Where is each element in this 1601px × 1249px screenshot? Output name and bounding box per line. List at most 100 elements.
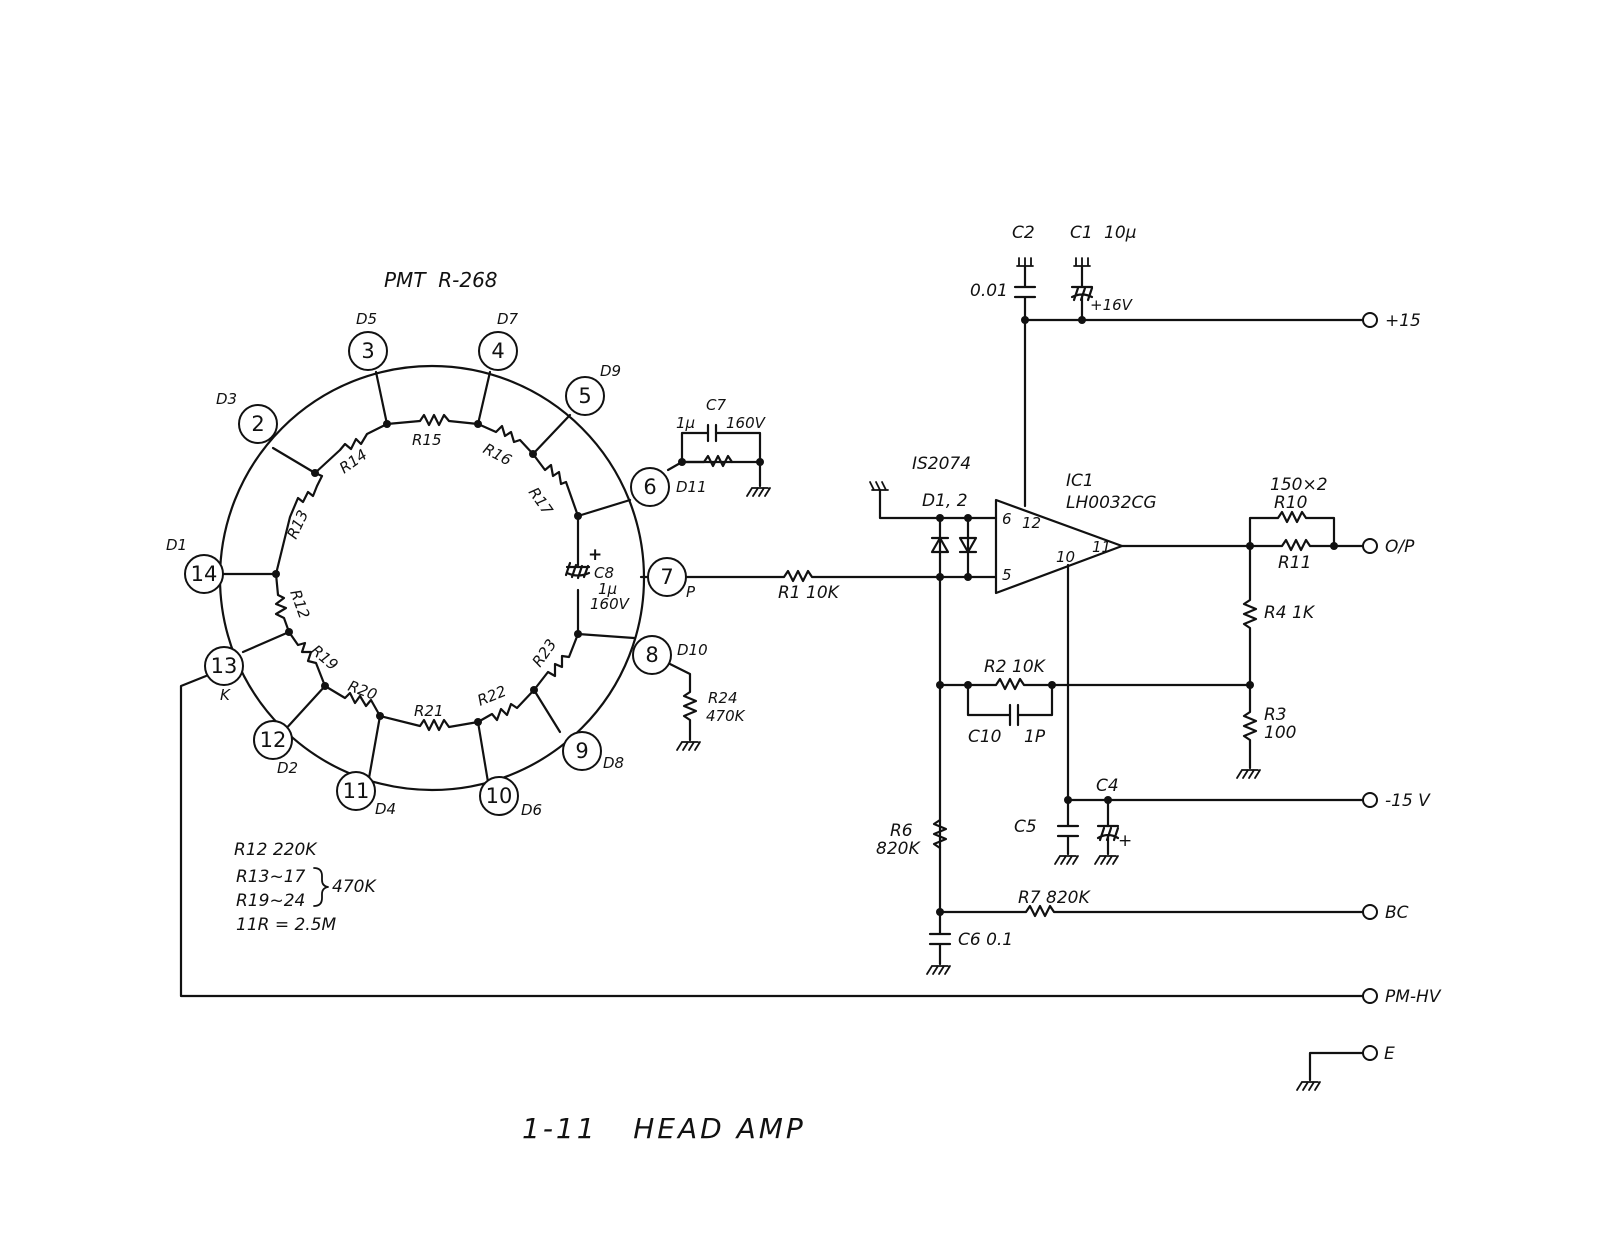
terminal-pm-hv-label: PM-HV	[1385, 987, 1442, 1007]
label-d5: D5	[356, 310, 377, 328]
pin-14-label: 14	[191, 562, 218, 586]
r1-label: R1 10K	[778, 583, 841, 603]
pin-3	[348, 331, 388, 371]
label-d7: D7	[497, 310, 519, 328]
ic-pin-10: 10	[1056, 548, 1075, 566]
pin-10-label: 10	[486, 784, 513, 808]
pin-4	[478, 331, 518, 371]
note-group-value: 470K	[332, 877, 377, 897]
label-d6: D6	[521, 801, 542, 819]
ring-resistor-labels: R13 R14 R15 R16 R17 R12 R19 R20 R21 R22 …	[283, 431, 560, 720]
pin-12-label: 12	[260, 728, 287, 752]
terminal-minus15	[1362, 792, 1378, 808]
pin-14	[184, 554, 224, 594]
terminal-output	[1362, 538, 1378, 554]
c1-voltage: +16V	[1090, 296, 1134, 314]
feedback-network: R2 10K C10 1P	[936, 575, 1252, 912]
divider-chain	[274, 413, 591, 732]
pin-12	[253, 720, 293, 760]
r6-name: R6	[890, 821, 913, 841]
label-d9: D9	[600, 362, 621, 380]
pin-11-label: 11	[343, 779, 370, 803]
pmt-pins: 14 2 3 4 5 6 7 8 9 10 11 12 13	[184, 331, 687, 816]
earth-terminal: E	[1296, 1044, 1395, 1091]
label-d2: D2	[277, 759, 298, 777]
c7-value: 1µ	[676, 414, 695, 432]
r3-value: 100	[1264, 723, 1296, 743]
note-total: 11R = 2.5M	[236, 915, 337, 935]
note-r13-17: R13~17	[236, 867, 306, 887]
dynode-spokes	[218, 370, 662, 784]
pin-5-label: 5	[578, 384, 591, 408]
note-brace	[313, 867, 329, 907]
c2-name: C2	[1012, 223, 1035, 243]
protection-diodes: IS2074 D1, 2	[869, 454, 998, 581]
pin-2-label: 2	[251, 412, 264, 436]
label-d11: D11	[676, 478, 707, 496]
terminal-plus15	[1362, 312, 1378, 328]
label-d4: D4	[375, 800, 396, 818]
note-r19-24: R19~24	[236, 891, 305, 911]
c2-value: 0.01	[970, 281, 1008, 301]
bc-network: R6 820K R7 820K C6 0.1 BC	[876, 818, 1409, 975]
pin-13-label: 13	[211, 654, 238, 678]
pm-hv-line: PM-HV	[179, 674, 1442, 1007]
terminal-bc-label: BC	[1385, 903, 1409, 923]
terminal-bc	[1362, 904, 1378, 920]
label-r12: R12	[286, 587, 313, 621]
pin-9-label: 9	[575, 739, 588, 763]
label-p: P	[686, 583, 696, 601]
r2-label: R2 10K	[984, 657, 1047, 677]
ic-ref: IC1	[1066, 471, 1094, 491]
r11-label: R11	[1278, 553, 1311, 573]
label-d3: D3	[216, 390, 237, 408]
note-r12: R12 220K	[234, 840, 318, 860]
dynode-labels: D1 D3 D5 D7 D9 D11 P D10 D8 D6 D4 D2 K	[166, 310, 708, 819]
pin-3-label: 3	[361, 339, 374, 363]
ic-pin-5: 5	[1002, 566, 1012, 584]
c1-name: C1	[1070, 223, 1093, 243]
ic1-opamp: 6 12 5 10 11 IC1 LH0032CG	[994, 318, 1252, 802]
output-stage: 150×2 R10 R11 O/P	[1246, 475, 1415, 573]
pin-9	[562, 731, 602, 771]
label-r22: R22	[475, 682, 509, 710]
c7-name: C7	[706, 396, 726, 414]
c4-polarity: +	[1118, 831, 1132, 851]
ic-pin-11: 11	[1092, 538, 1111, 556]
label-r20: R20	[346, 677, 380, 704]
anode-path: R1 10K	[684, 569, 997, 603]
r3-name: R3	[1264, 705, 1287, 725]
terminal-e	[1362, 1045, 1378, 1061]
pin-8-label: 8	[645, 643, 658, 667]
r10-note: 150×2	[1270, 475, 1328, 495]
negative-supply: C4 C5 + -15 V	[1014, 776, 1431, 865]
terminal-plus15-label: +15	[1385, 311, 1421, 331]
c5-label: C5	[1014, 817, 1037, 837]
ring-junctions	[272, 420, 582, 726]
page-title: 1-11 HEAD AMP	[522, 1112, 806, 1145]
label-r16: R16	[480, 440, 515, 470]
pin-5	[565, 376, 605, 416]
r4-label: R4 1K	[1264, 603, 1316, 623]
pin-6-label: 6	[643, 475, 656, 499]
label-d1: D1	[166, 536, 187, 554]
terminal-pm-hv	[1362, 988, 1378, 1004]
r6-value: 820K	[876, 839, 921, 859]
pmt-label: PMT R-268	[384, 268, 498, 292]
pin-11	[336, 771, 376, 811]
r24-network: R24 470K	[668, 662, 746, 751]
c6-label: C6 0.1	[958, 930, 1013, 950]
c7-voltage: 160V	[726, 414, 767, 432]
pin-2	[238, 404, 278, 444]
label-d8: D8	[603, 754, 624, 772]
c8-value: 1µ	[598, 580, 617, 598]
pin-8	[632, 635, 672, 675]
gain-divider: R4 1K R3 100	[1236, 544, 1316, 779]
pmt-r268: 14 2 3 4 5 6 7 8 9 10 11 12 13	[166, 310, 708, 819]
r24-value: 470K	[706, 707, 746, 725]
r10-name: R10	[1274, 493, 1307, 513]
pin-10	[479, 776, 519, 816]
terminal-output-label: O/P	[1385, 537, 1415, 557]
label-r21: R21	[414, 702, 444, 720]
